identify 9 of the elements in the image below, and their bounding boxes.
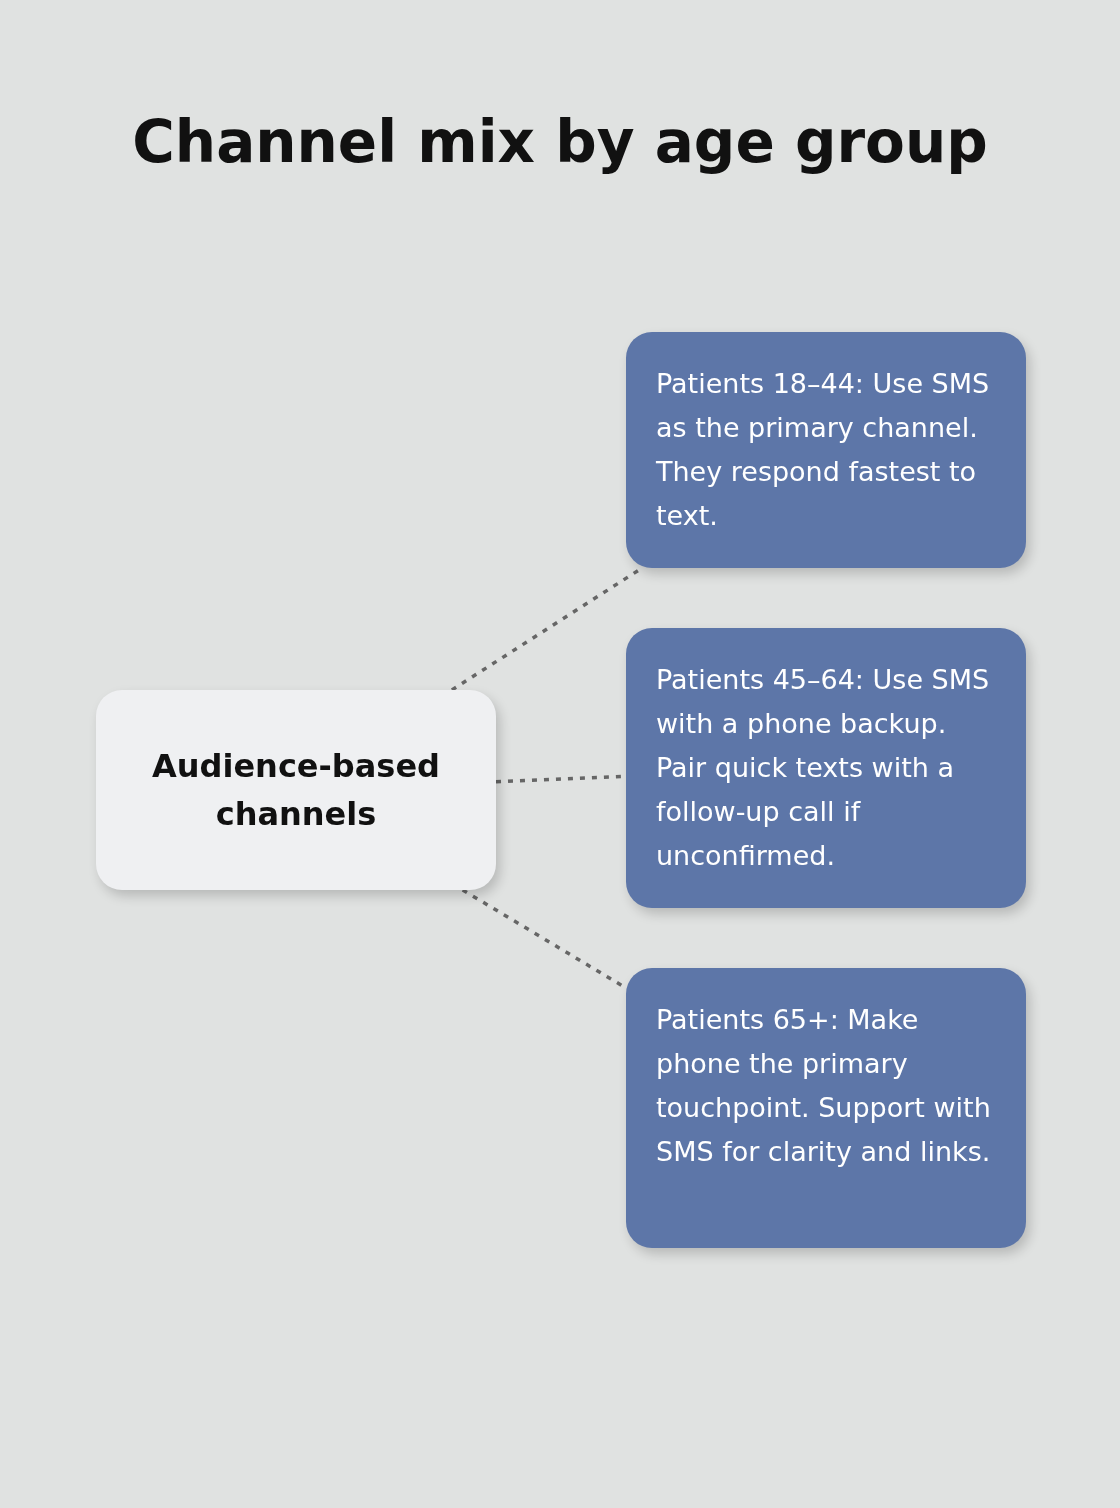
info-box <box>626 968 1026 1248</box>
category-label: Audience-based channels <box>151 746 441 835</box>
title: Channel mix by age group <box>131 108 989 176</box>
info-box <box>626 628 1026 908</box>
info-box <box>626 332 1026 568</box>
box-text: Patients 18–44: Use SMS as the primary channel. They respond fastest to text. <box>656 367 991 533</box>
category-box <box>96 690 496 890</box>
box-text: Patients 45–64: Use SMS with a phone backup. Pair quick texts with a follow-up call if unconfirmed. <box>656 663 991 873</box>
box-text: Patients 65+: Make phone the primary touchpoint. Support with SMS for clarity and links. <box>656 1003 992 1169</box>
